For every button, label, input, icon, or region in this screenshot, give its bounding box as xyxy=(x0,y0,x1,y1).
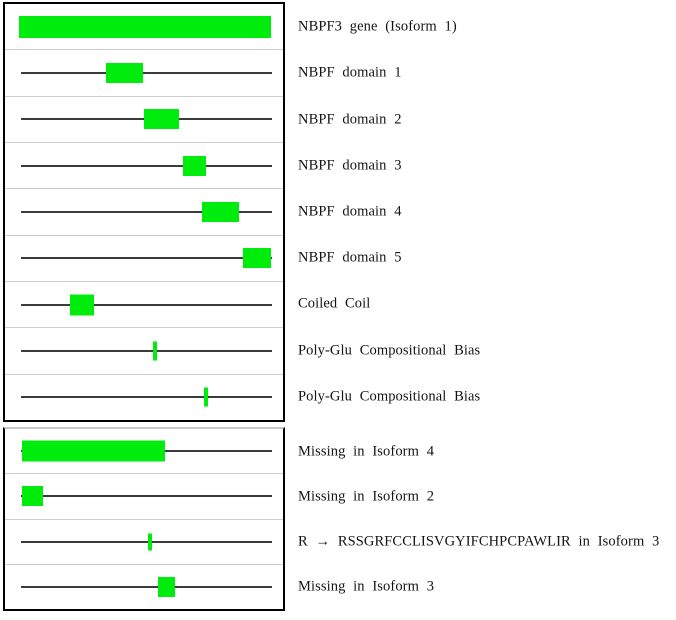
feature-label: Poly-Glu Compositional Bias xyxy=(298,388,481,405)
feature-gene-bar xyxy=(19,15,271,38)
feature-domain-box xyxy=(70,294,94,316)
feature-domain-box xyxy=(106,62,143,83)
feature-label: R → RSSGRFCCLISVGYIFCHPCPAWLIR in Isofor… xyxy=(298,533,660,549)
feature-region-bar xyxy=(158,576,175,597)
feature-row xyxy=(5,188,283,234)
feature-row xyxy=(5,518,283,564)
feature-track-line xyxy=(21,540,272,543)
feature-row xyxy=(5,327,283,373)
feature-label: Missing in Isoform 2 xyxy=(298,488,435,504)
feature-row xyxy=(5,4,283,49)
feature-panel-2 xyxy=(3,427,285,611)
feature-row xyxy=(5,49,283,95)
feature-row xyxy=(5,429,283,473)
feature-row xyxy=(5,373,283,420)
feature-row xyxy=(5,563,283,609)
feature-track-line xyxy=(21,71,272,74)
feature-panel-1 xyxy=(3,2,285,422)
feature-label: NBPF3 gene (Isoform 1) xyxy=(298,18,457,35)
feature-domain-box xyxy=(183,155,206,176)
feature-label: Missing in Isoform 3 xyxy=(298,578,435,594)
feature-site-tick xyxy=(148,533,152,551)
feature-row xyxy=(5,473,283,518)
feature-track-line xyxy=(21,585,272,588)
feature-track-line xyxy=(21,164,272,167)
feature-track-line xyxy=(21,210,272,213)
feature-row xyxy=(5,141,283,188)
feature-label: NBPF domain 1 xyxy=(298,64,402,81)
feature-domain-box xyxy=(243,248,271,269)
feature-row xyxy=(5,280,283,327)
feature-track-line xyxy=(21,495,272,498)
feature-label: Poly-Glu Compositional Bias xyxy=(298,342,481,359)
feature-label: Missing in Isoform 4 xyxy=(298,443,435,459)
feature-label: NBPF domain 3 xyxy=(298,157,402,174)
feature-label: NBPF domain 5 xyxy=(298,249,402,266)
feature-track-line xyxy=(21,257,272,260)
feature-track-line xyxy=(21,303,272,306)
feature-label: NBPF domain 4 xyxy=(298,203,402,220)
feature-region-bar xyxy=(22,440,165,462)
feature-row xyxy=(5,95,283,142)
feature-label: Coiled Coil xyxy=(298,295,371,312)
feature-track-line xyxy=(21,349,272,352)
feature-region-bar xyxy=(22,486,43,507)
feature-track-line xyxy=(21,396,272,399)
feature-site-tick xyxy=(153,341,157,361)
feature-site-tick xyxy=(204,387,208,407)
feature-domain-box xyxy=(202,201,239,222)
feature-row xyxy=(5,234,283,281)
feature-label: NBPF domain 2 xyxy=(298,111,402,128)
feature-domain-box xyxy=(144,109,179,130)
